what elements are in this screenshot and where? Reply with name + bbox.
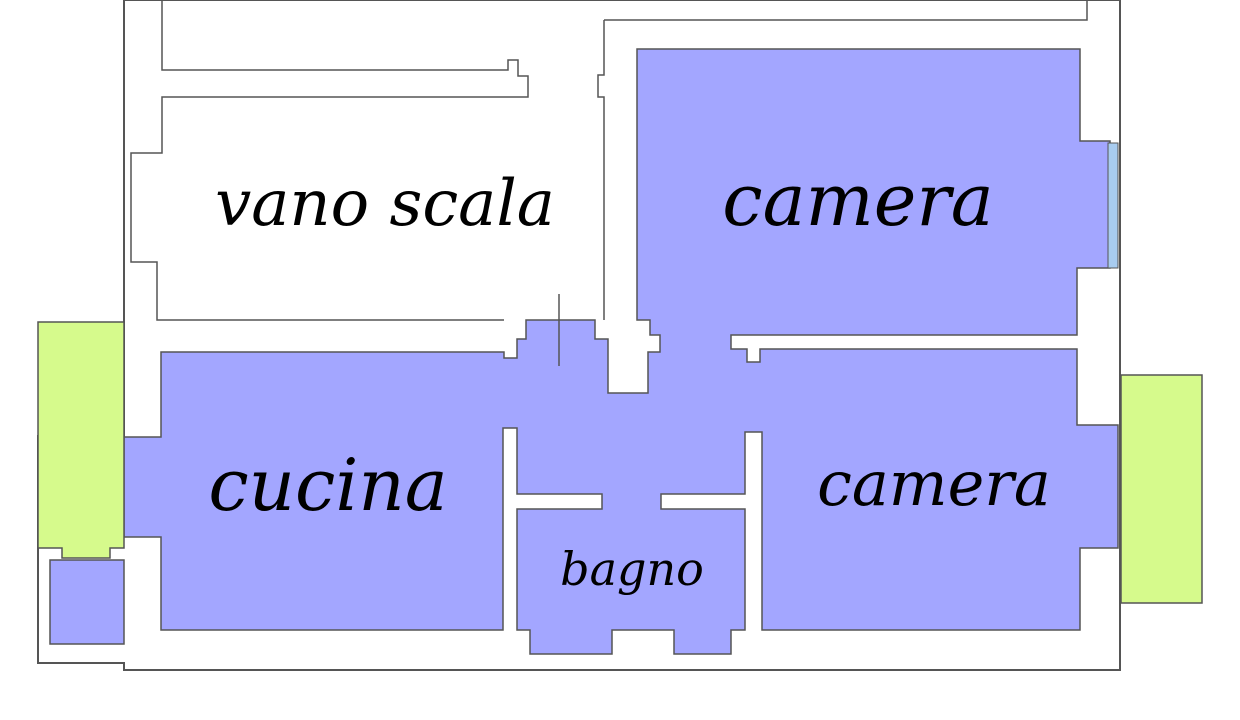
room-small-left: [49, 559, 125, 645]
stair-right-wall: [597, 20, 605, 320]
upper-left-wall: [130, 0, 529, 321]
room-camera-top: [123, 48, 1119, 655]
balcony-left: [37, 321, 125, 559]
label-cucina: cucina: [208, 443, 447, 527]
label-camera-top: camera: [722, 158, 993, 242]
balcony-right: [1120, 374, 1203, 604]
top-corridor-wall: [604, 0, 1088, 21]
label-camera-bottom: camera: [817, 447, 1051, 520]
label-bagno: bagno: [560, 542, 704, 596]
label-vano-scala: vano scala: [215, 167, 555, 241]
window-camera-top: [1107, 142, 1119, 269]
